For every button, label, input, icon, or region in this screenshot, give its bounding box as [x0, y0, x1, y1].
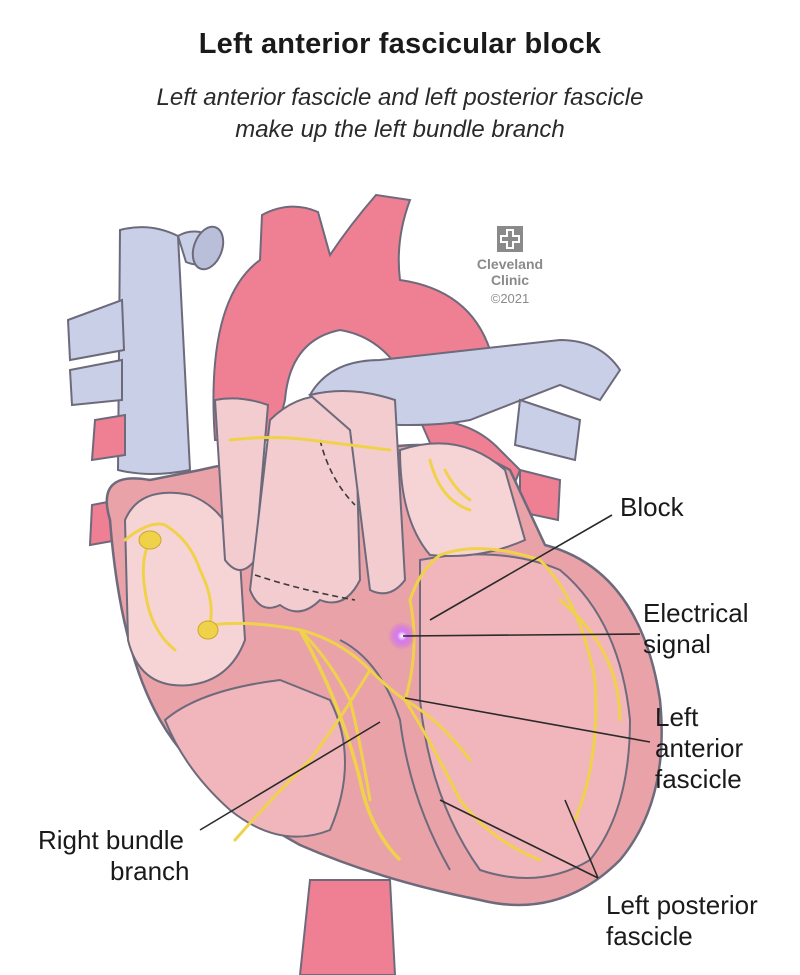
page-subtitle: Left anterior fascicle and left posterio…: [0, 82, 800, 146]
logo-copyright: ©2021: [490, 291, 530, 306]
label-left-posterior-fascicle: Left posterior fascicle: [606, 890, 758, 952]
subtitle-line-2: make up the left bundle branch: [235, 116, 565, 143]
label-electrical-signal-line-1: Electrical: [643, 598, 749, 628]
heart-valves: [213, 390, 407, 613]
label-left-posterior-fascicle-line-1: Left posterior: [606, 890, 758, 920]
label-right-bundle-branch-line-2: branch: [110, 856, 190, 886]
label-left-anterior-fascicle-line-1: Left: [655, 702, 699, 732]
superior-vena-cava: [66, 225, 225, 475]
logo-line-2: Clinic: [490, 272, 530, 288]
cleveland-clinic-cross-icon: [497, 226, 523, 252]
right-bundle-branch: [298, 629, 402, 862]
label-block-text: Block: [620, 492, 684, 522]
label-left-anterior-fascicle-line-2: anterior: [655, 733, 744, 763]
left-anterior-fascicle: [403, 547, 541, 701]
cleveland-clinic-logo: Cleveland Clinic ©2021: [470, 226, 550, 307]
label-electrical-signal-line-2: signal: [643, 629, 711, 659]
label-left-posterior-fascicle-line-2: fascicle: [606, 921, 693, 951]
label-right-bundle-branch: Right bundle branch: [38, 825, 190, 887]
leader-lines: [199, 514, 651, 879]
subtitle-line-1: Left anterior fascicle and left posterio…: [156, 84, 644, 111]
label-block: Block: [620, 492, 684, 523]
label-left-anterior-fascicle-line-3: fascicle: [655, 764, 742, 794]
logo-line-1: Cleveland: [476, 256, 544, 272]
electrical-signal-marker: [388, 622, 416, 650]
av-node: [138, 530, 219, 640]
conduction-system: [123, 436, 622, 862]
label-right-bundle-branch-line-1: Right bundle: [38, 825, 184, 855]
page-title: Left anterior fascicular block: [198, 28, 602, 60]
label-electrical-signal: Electrical signal: [643, 598, 748, 660]
label-left-anterior-fascicle: Left anterior fascicle: [655, 702, 743, 795]
